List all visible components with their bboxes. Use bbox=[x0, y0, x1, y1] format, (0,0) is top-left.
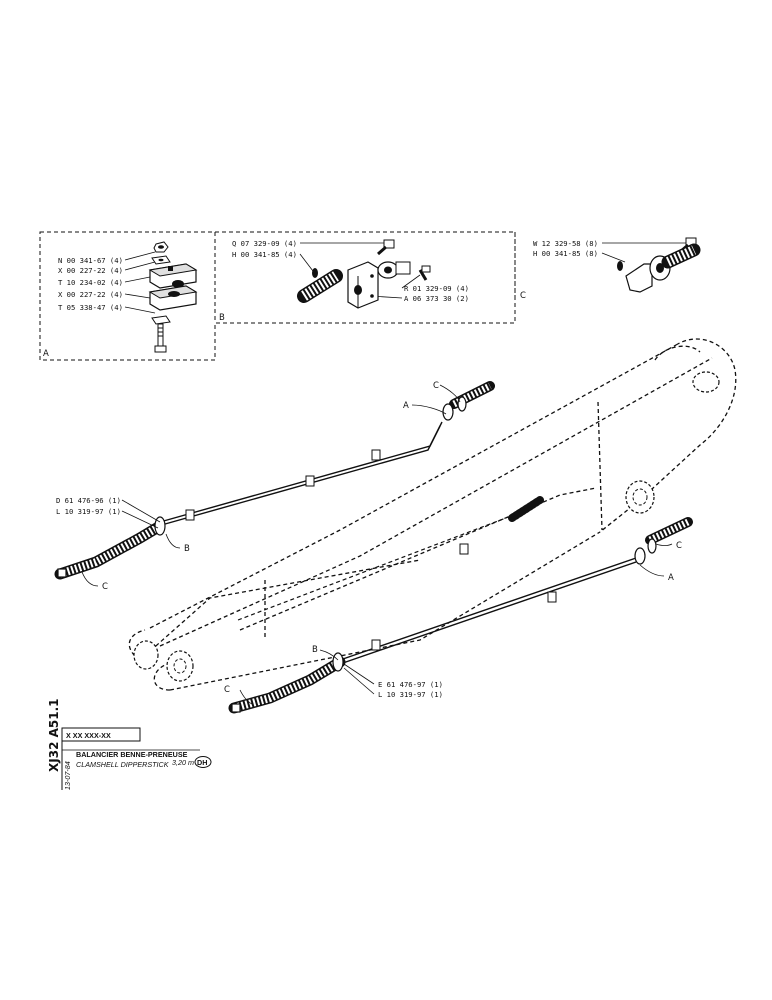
pivot-holes bbox=[133, 371, 720, 682]
drawing-date: 13-07-84 bbox=[63, 761, 72, 790]
detail-a-part-2: X 00 227-22 (4) bbox=[58, 266, 123, 275]
detail-a-part-3: T 10 234-02 (4) bbox=[58, 278, 123, 287]
hydraulic-line-lower bbox=[339, 557, 637, 665]
detail-a-part-4: X 00 227-22 (4) bbox=[58, 290, 123, 299]
detail-b-letter: B bbox=[219, 313, 225, 323]
callout-letter-b-lower: B bbox=[312, 645, 318, 655]
callout-letter-c-upper: C bbox=[433, 381, 439, 391]
hydraulic-line-upper bbox=[157, 421, 443, 527]
reference-number: X XX XXX-XX bbox=[66, 731, 111, 740]
bolt-icon bbox=[151, 315, 171, 353]
detail-b-part-1: Q 07 329-09 (4) bbox=[232, 239, 297, 248]
flange-block-icon bbox=[347, 261, 379, 309]
hose-left-end bbox=[54, 520, 166, 580]
detail-c-part-2: H 00 341-85 (8) bbox=[533, 249, 598, 258]
title-english: CLAMSHELL DIPPERSTICK bbox=[76, 760, 170, 769]
title-block: XJ32 A51.1 X XX XXX-XX 13-07-84 BALANCIE… bbox=[47, 699, 212, 790]
pipe-clamps bbox=[185, 449, 557, 651]
dipperstick-drawing bbox=[128, 338, 737, 691]
detail-a-letter: A bbox=[43, 349, 49, 359]
drawing-code: XJ32 A51.1 bbox=[47, 699, 61, 773]
boom-length: 3,20 m bbox=[172, 758, 194, 767]
detail-b: B Q 07 329-09 (4) H 00 341-85 (4) R 01 3… bbox=[219, 239, 469, 323]
fittings bbox=[57, 396, 657, 713]
detail-frames bbox=[39, 231, 516, 361]
hose-middle bbox=[508, 496, 544, 522]
hose-icon bbox=[297, 269, 343, 303]
callout-letter-c-left: C bbox=[102, 582, 108, 592]
detail-a: A N 00 341-67 (4) X 00 227-22 (4) T 10 2… bbox=[43, 241, 198, 359]
callout-l10-top: L 10 319-97 (1) bbox=[56, 507, 121, 516]
flange-icon-c bbox=[625, 243, 701, 293]
washer-icon bbox=[151, 255, 171, 265]
detail-b-part-2: H 00 341-85 (4) bbox=[232, 250, 297, 259]
title-french: BALANCIER BENNE-PRENEUSE bbox=[76, 750, 188, 759]
detail-c-part-1: W 12 329-58 (8) bbox=[533, 239, 598, 248]
callout-letter-c-lower: C bbox=[224, 685, 230, 695]
o-ring-icon-c bbox=[617, 261, 623, 271]
fitting-icon bbox=[377, 261, 431, 281]
hydraulic-line-middle bbox=[237, 507, 533, 621]
screw-icon bbox=[377, 239, 395, 256]
nut-icon bbox=[153, 241, 169, 253]
detail-c: C W 12 329-58 (8) H 00 341-85 (8) bbox=[520, 237, 701, 301]
hose-right-end bbox=[645, 517, 693, 545]
hose-lower-end bbox=[228, 656, 346, 714]
detail-c-letter: C bbox=[520, 291, 526, 301]
clamp-block-icon bbox=[148, 263, 198, 311]
callout-e61: E 61 476-97 (1) bbox=[378, 680, 443, 689]
callout-letter-b-upper: B bbox=[184, 544, 190, 554]
detail-b-part-3: R 01 329-09 (4) bbox=[404, 284, 469, 293]
callout-d61: D 61 476-96 (1) bbox=[56, 496, 121, 505]
callouts: D 61 476-96 (1) L 10 319-97 (1) E 61 476… bbox=[56, 381, 682, 705]
callout-letter-a-upper: A bbox=[403, 401, 409, 411]
callout-letter-a-lower: A bbox=[668, 573, 674, 583]
detail-a-part-5: T 05 338-47 (4) bbox=[58, 303, 123, 312]
o-ring-icon bbox=[312, 268, 318, 278]
length-badge: DH bbox=[197, 758, 207, 767]
callout-letter-c-right: C bbox=[676, 541, 682, 551]
detail-a-part-1: N 00 341-67 (4) bbox=[58, 256, 123, 265]
detail-b-part-4: A 06 373 30 (2) bbox=[404, 294, 469, 303]
callout-l10-bottom: L 10 319-97 (1) bbox=[378, 690, 443, 699]
